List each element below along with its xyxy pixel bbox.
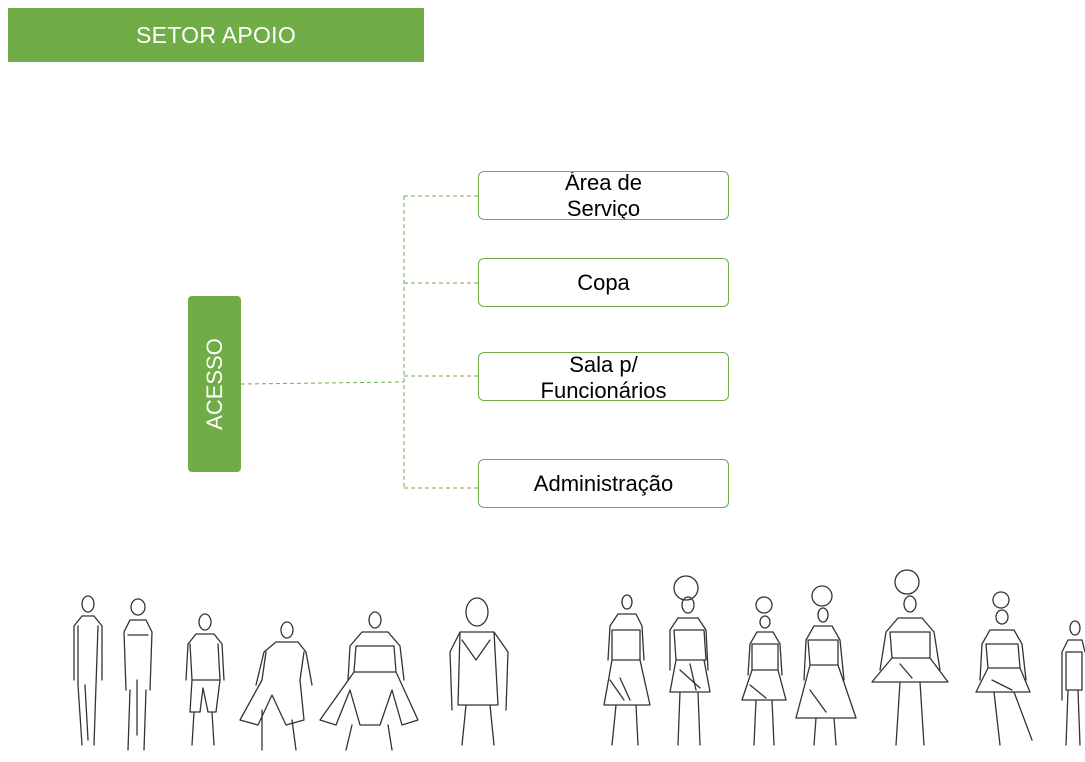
- sketch-figure-4: [239, 621, 313, 751]
- connector-lines: [240, 195, 478, 489]
- node-label: Sala p/ Funcionários: [540, 352, 667, 401]
- connector-root: [240, 381, 405, 385]
- root-node-label: ACESSO: [201, 338, 227, 430]
- node-label: Área de Serviço: [564, 171, 643, 220]
- sketch-figure-3: [185, 613, 225, 746]
- sketch-figure-12: [975, 591, 1033, 746]
- section-title: SETOR APOIO: [135, 21, 297, 48]
- sketch-figure-5: [319, 611, 419, 751]
- node-administracao: Administração: [478, 459, 729, 508]
- sketch-figure-1: [73, 595, 103, 746]
- sketch-figure-6: [449, 597, 509, 746]
- node-area-de-servico: Área de Serviço: [478, 171, 729, 220]
- root-node-acesso: ACESSO: [188, 296, 241, 472]
- node-label: Copa: [577, 269, 630, 295]
- sketch-figure-2: [123, 598, 153, 751]
- sketch-figure-7: [603, 594, 651, 746]
- sketch-figure-13: [1061, 620, 1085, 746]
- section-title-banner: SETOR APOIO: [8, 8, 424, 62]
- fashion-figure-sketches-icon: [73, 569, 1085, 751]
- sketch-figure-10: [795, 585, 857, 746]
- node-sala-funcionarios: Sala p/ Funcionários: [478, 352, 729, 401]
- sketch-figure-9: [741, 596, 787, 746]
- node-copa: Copa: [478, 258, 729, 307]
- sketch-figure-8: [669, 575, 711, 746]
- sketch-figure-11: [871, 569, 949, 746]
- node-label: Administração: [533, 470, 674, 496]
